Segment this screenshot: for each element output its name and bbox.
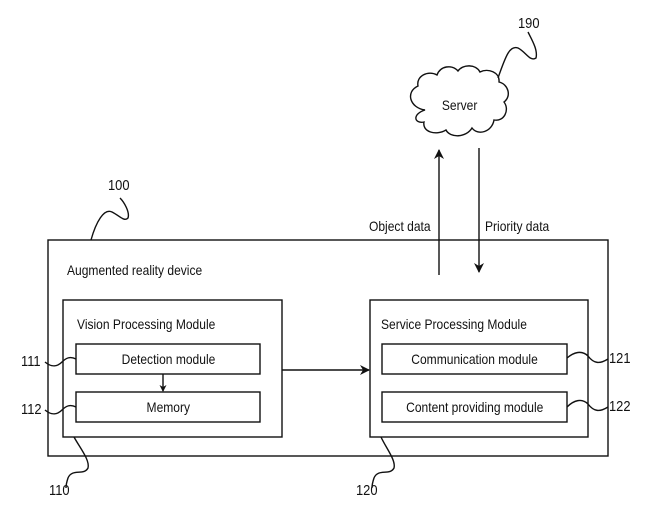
- ref-111-leader: [44, 356, 77, 367]
- ref-100: 100: [108, 177, 130, 194]
- priority-data-label: Priority data: [485, 218, 550, 234]
- memory-label: Memory: [146, 399, 190, 415]
- ref-190: 190: [518, 15, 540, 32]
- communication-module-box: [381, 343, 568, 375]
- ref-112: 112: [21, 401, 42, 418]
- ref-100-leader: [90, 197, 130, 241]
- ref-112-leader: [44, 404, 77, 415]
- ref-122-leader: [566, 399, 609, 412]
- detection-module-label: Detection module: [121, 351, 215, 367]
- ref-120-leader: [371, 436, 395, 489]
- ar-device-box: [47, 239, 609, 457]
- object-data-label: Object data: [369, 218, 431, 234]
- communication-module-label: Communication module: [411, 351, 538, 367]
- ref-120: 120: [356, 482, 378, 499]
- content-providing-module-label: Content providing module: [405, 399, 544, 415]
- ref-121-leader: [566, 351, 609, 364]
- service-module-box: [369, 299, 589, 438]
- ref-122: 122: [609, 398, 631, 415]
- server-label: Server: [442, 97, 478, 113]
- vision-module-box: [62, 299, 283, 438]
- ref-110-leader: [65, 436, 89, 489]
- ref-190-leader: [497, 31, 538, 79]
- ref-111: 111: [21, 353, 41, 370]
- vision-module-title: Vision Processing Module: [77, 316, 216, 332]
- service-module-title: Service Processing Module: [381, 316, 527, 332]
- ar-device-title: Augmented reality device: [67, 262, 203, 278]
- ref-121: 121: [609, 350, 631, 367]
- server-cloud: [409, 65, 509, 137]
- ref-110: 110: [49, 482, 70, 499]
